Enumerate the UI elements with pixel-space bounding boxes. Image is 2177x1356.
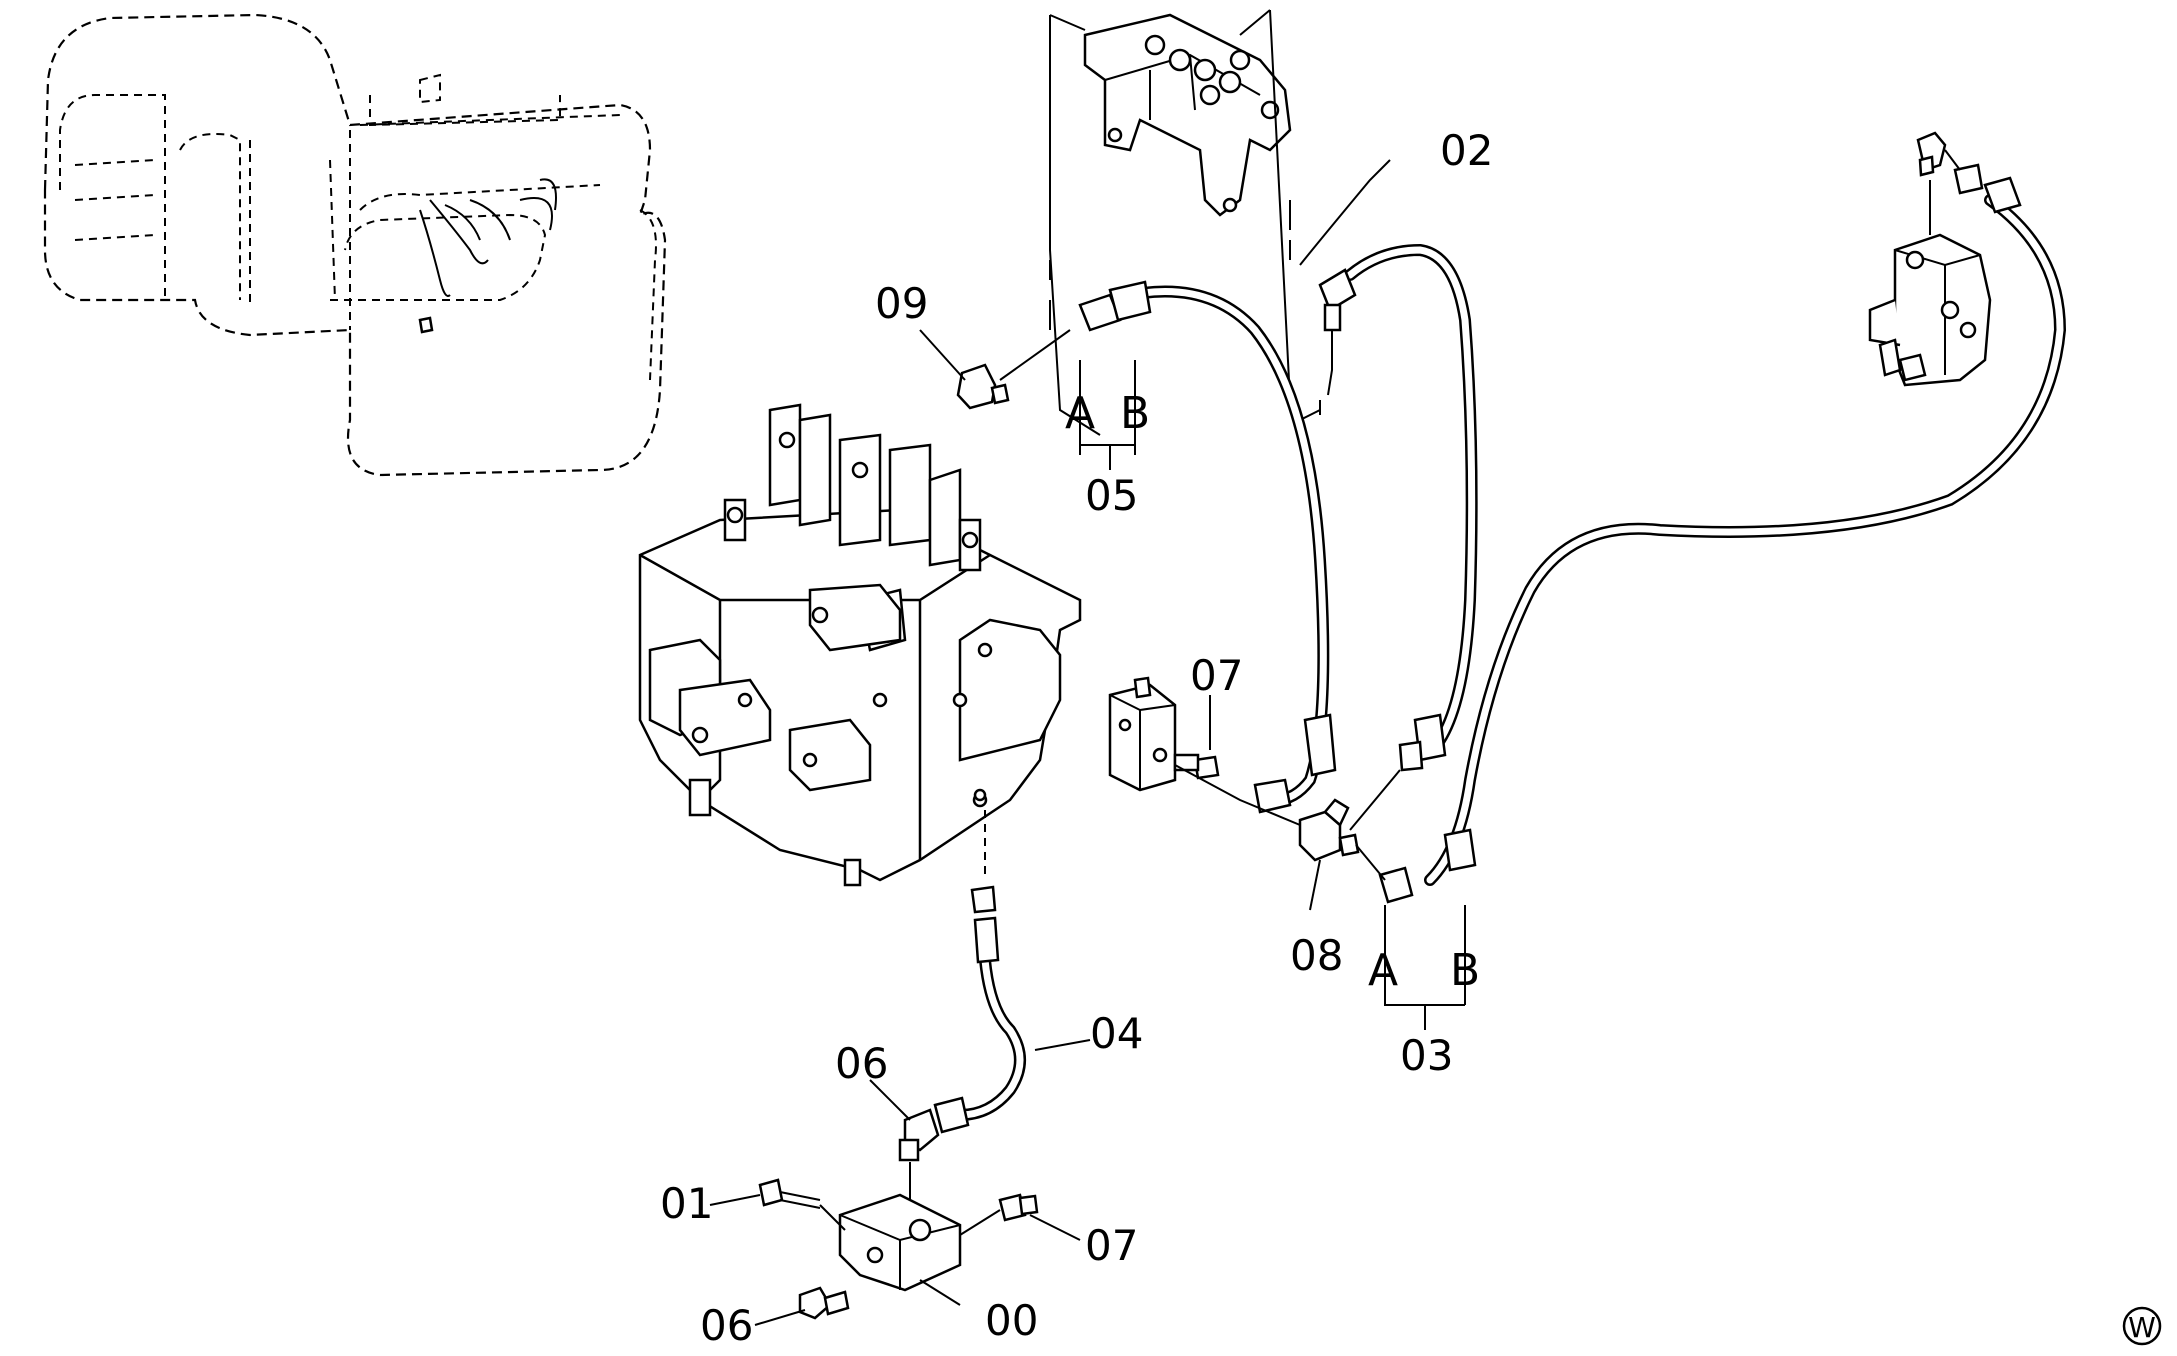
block-to-tee-line xyxy=(1174,764,1301,826)
elbow-fitting-icon xyxy=(1916,131,1947,177)
hose-02-leader xyxy=(1319,330,1401,831)
label-08: 08 xyxy=(1290,931,1343,980)
connector-07-line xyxy=(959,1209,1001,1236)
solenoid-valve-icon xyxy=(1868,233,1992,387)
label-a-03: A xyxy=(1368,945,1398,996)
pilot-valve-block-icon xyxy=(1083,13,1292,217)
elbow-06-lower-icon xyxy=(798,1286,850,1320)
label-b-05: B xyxy=(1120,388,1150,439)
control-valve-icon xyxy=(638,403,1082,887)
connector-07-lower-icon xyxy=(998,1193,1039,1222)
tee-to-hose03-line xyxy=(1355,844,1386,881)
hose-05 xyxy=(1078,280,1337,814)
fitting-09-icon xyxy=(956,363,1010,410)
fitting-09-line xyxy=(999,329,1071,381)
tee-fitting-icon xyxy=(1298,798,1360,862)
label-06-lower: 06 xyxy=(700,1301,753,1350)
hose-04 xyxy=(933,885,1026,1134)
label-07-upper: 07 xyxy=(1190,651,1243,700)
relief-valve-block-icon xyxy=(1108,676,1177,792)
label-a-05: A xyxy=(1065,388,1095,439)
excavator-outline-icon xyxy=(43,13,667,477)
leader-lines xyxy=(709,159,1466,1326)
connector-fitting-icon xyxy=(1173,753,1220,780)
bolt-01-icon xyxy=(758,1178,821,1209)
bolt-to-block-line xyxy=(819,1204,846,1231)
pilot-block-00-icon xyxy=(838,1193,962,1292)
view-w-label: W xyxy=(2128,1311,2156,1344)
label-b-03: B xyxy=(1450,945,1480,996)
hose-03 xyxy=(1378,163,2067,904)
label-05: 05 xyxy=(1085,471,1138,520)
label-07-lower: 07 xyxy=(1085,1221,1138,1270)
label-00: 00 xyxy=(985,1296,1038,1345)
view-w-badge: W xyxy=(2122,1306,2162,1346)
label-04: 04 xyxy=(1090,1009,1143,1058)
hose-02 xyxy=(1318,243,1478,772)
bracket-line-left xyxy=(1049,14,1101,436)
solenoid-hose-leader xyxy=(1944,149,1961,171)
label-03: 03 xyxy=(1400,1031,1453,1080)
label-06-upper: 06 xyxy=(835,1039,888,1088)
label-09: 09 xyxy=(875,279,928,328)
elbow-fitting-06-icon xyxy=(898,1108,940,1162)
label-01: 01 xyxy=(660,1179,713,1228)
label-02: 02 xyxy=(1440,126,1493,175)
